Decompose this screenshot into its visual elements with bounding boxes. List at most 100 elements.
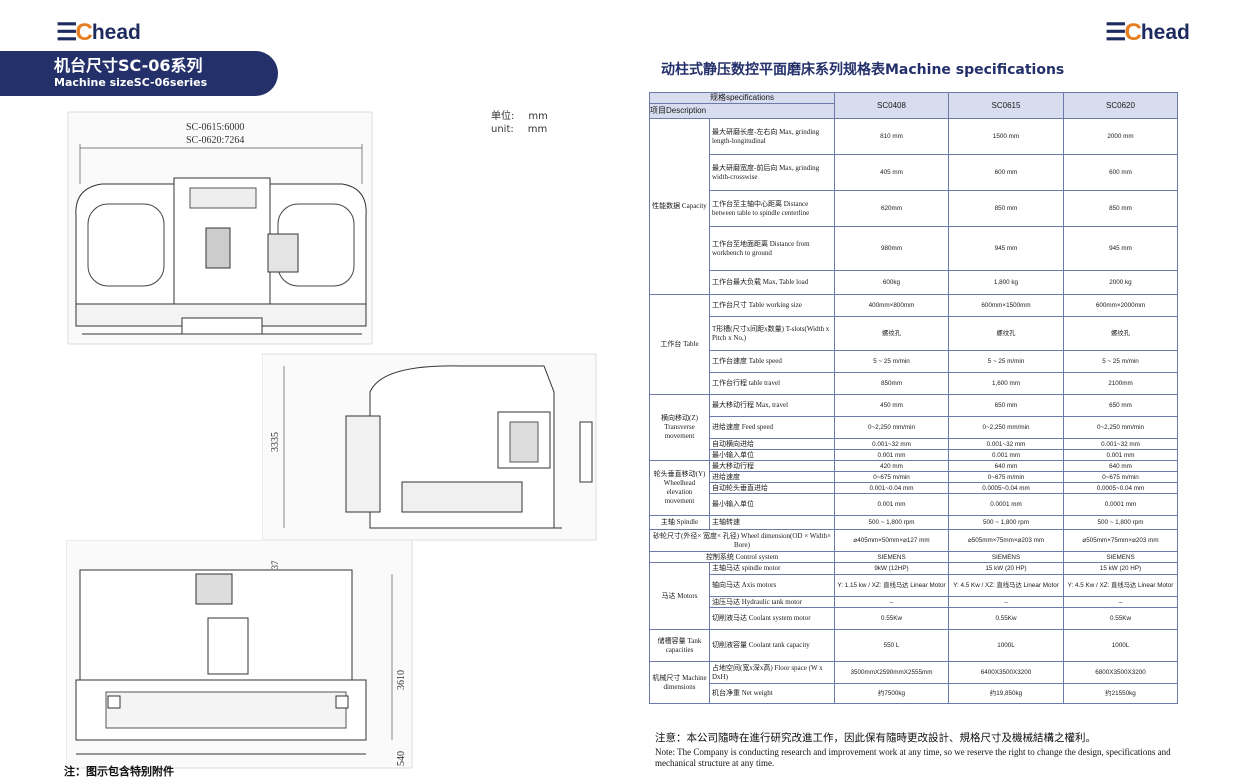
cell: SIEMENS: [1063, 551, 1178, 563]
cell: 9kW (12HP): [834, 562, 949, 575]
cell: 600kg: [834, 270, 949, 295]
front-view-drawing: SC-0615:6000 SC-0620:7264: [67, 111, 373, 345]
cell: 500 ~ 1,800 rpm: [948, 515, 1064, 530]
cell: 3500mmX2590mmX2555mm: [834, 661, 949, 684]
group-label: 机械尺寸 Machine dimensions: [649, 661, 710, 704]
row-label: 主轴马达 spindle motor: [709, 562, 835, 575]
header-top: 规格specifications: [650, 93, 834, 104]
front-dim-label-1: SC-0615:6000: [186, 122, 244, 133]
cell: –: [948, 596, 1064, 608]
cell: 2000 mm: [1063, 118, 1178, 155]
row-label: 轴向马达 Axis motors: [709, 574, 835, 597]
cell: 640 mm: [1063, 460, 1178, 472]
back-dim-bottom: 540: [396, 751, 407, 766]
row-label: T形槽(尺寸x间距x数量) T-slots(Width x Pitch x No…: [709, 316, 835, 351]
side-dim-height: 3335: [270, 432, 281, 452]
group-label: 储槽容量 Tank capacities: [649, 629, 710, 662]
cell: 5 ~ 25 m/min: [834, 350, 949, 373]
row-label: 砂轮尺寸(外径× 宽度× 孔径) Wheel dimension(OD × Wi…: [649, 529, 835, 552]
row-label: 工作台速度 Table speed: [709, 350, 835, 373]
group-label: 性能数据 Capacity: [649, 118, 710, 295]
row-label: 控制系统 Control system: [649, 551, 835, 563]
back-view-drawing: 537 3610 540: [66, 540, 413, 769]
cell: 650 mm: [948, 394, 1064, 417]
cell: 400mm×800mm: [834, 294, 949, 317]
cell: 5 ~ 25 m/min: [1063, 350, 1178, 373]
cell: 螺纹孔: [948, 316, 1064, 351]
row-label: 工作台至地面距离 Distance from workbench to grou…: [709, 226, 835, 271]
cell: 600 mm: [948, 154, 1064, 191]
cell: 600mm×1500mm: [948, 294, 1064, 317]
cell: 螺纹孔: [834, 316, 949, 351]
cell: –: [834, 596, 949, 608]
cell: 0.001 mm: [834, 449, 949, 461]
row-label: 进给速度: [709, 471, 835, 483]
cell: 2100mm: [1063, 372, 1178, 395]
cell: 15 kW (20 HP): [1063, 562, 1178, 575]
drawing-footnote: 注：图示包含特别附件: [64, 765, 174, 778]
cell: Y: 4.5 Kw / XZ: 直线马达 Linear Motor: [1063, 574, 1178, 597]
brand-logo-right: ☰C head: [1105, 18, 1190, 47]
cell: 螺纹孔: [1063, 316, 1178, 351]
row-label: 最大移动行程: [709, 460, 835, 472]
row-label: 占地空间(宽x深x高) Floor space (W x DxH): [709, 661, 835, 684]
row-label: 工作台尺寸 Table working size: [709, 294, 835, 317]
model-header: SC0408: [834, 92, 949, 119]
logo-text: head: [91, 20, 141, 44]
cell: Y: 1.15 kw / XZ: 直线马达 Linear Motor: [834, 574, 949, 597]
row-label: 主轴转速: [709, 515, 835, 530]
cell: 约21550kg: [1063, 683, 1178, 704]
note-zh: 注意：本公司隨時在進行研究改進工作，因此保有隨時更改設計、規格尺寸及機械結構之權…: [655, 732, 1096, 744]
row-label: 工作台行程 table travel: [709, 372, 835, 395]
unit-en-value: mm: [527, 124, 548, 135]
unit-zh-value: mm: [528, 111, 548, 122]
cell: 0.001 mm: [948, 449, 1064, 461]
side-view-drawing: 3335: [262, 353, 597, 541]
model-header: SC0620: [1063, 92, 1178, 119]
group-label: 轮头垂直移动(Y) Wheelhead elevation movement: [649, 460, 710, 516]
cell: 0.001~32 mm: [834, 438, 949, 450]
banner-title-en: Machine sizeSC-06series: [54, 76, 208, 89]
cell: 0.001~32 mm: [1063, 438, 1178, 450]
table-header-row: 规格specifications 项目Description SC0408 SC…: [649, 92, 1178, 119]
cell: 5 ~ 25 m/min: [948, 350, 1064, 373]
row-label: 机台净重 Net weight: [709, 683, 835, 704]
cell: 0.55Kw: [1063, 607, 1178, 630]
spec-table: 规格specifications 项目Description SC0408 SC…: [649, 92, 1178, 704]
spec-title: 动柱式静压数控平面磨床系列规格表Machine specifications: [661, 62, 1065, 78]
cell: 15 kW (20 HP): [948, 562, 1064, 575]
unit-zh-label: 单位:: [491, 111, 515, 122]
cell: 850 mm: [948, 190, 1064, 227]
cell: 0~675 m/min: [948, 471, 1064, 483]
cell: ⌀405mm×50mm×⌀127 mm: [834, 529, 949, 552]
cell: 1,600 mm: [948, 372, 1064, 395]
cell: –: [1063, 596, 1178, 608]
row-label: 油压马达 Hydraulic tank motor: [709, 596, 835, 608]
cell: 0~2,250 mm/min: [1063, 416, 1178, 439]
cell: 1000L: [948, 629, 1064, 662]
cell: 6400X3500X3200: [948, 661, 1064, 684]
table-row: 油压马达 Hydraulic tank motor–––: [650, 596, 1178, 608]
row-label: 最大研磨长度-左右向 Max, grinding length-longitud…: [709, 118, 835, 155]
cell: 550 L: [834, 629, 949, 662]
table-row: 砂轮尺寸(外径× 宽度× 孔径) Wheel dimension(OD × Wi…: [649, 529, 1178, 552]
table-row: T形槽(尺寸x间距x数量) T-slots(Width x Pitch x No…: [650, 316, 1178, 351]
cell: 0.001~0.04 mm: [834, 482, 949, 494]
table-row: 工作台至主轴中心距离 Distance between table to spi…: [650, 190, 1178, 227]
cell: ⌀505mm×75mm×⌀203 mm: [1063, 529, 1178, 552]
row-label: 自动轮头垂直进给: [709, 482, 835, 494]
cell: 850mm: [834, 372, 949, 395]
group-label: 工作台 Table: [649, 294, 710, 395]
